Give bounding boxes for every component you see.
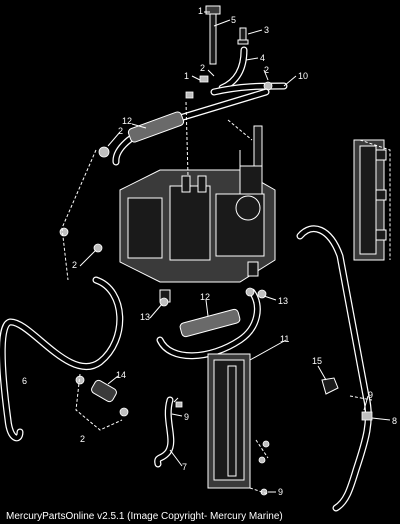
fuel-rail-11 bbox=[207, 353, 270, 489]
callout-1: 1 bbox=[198, 6, 203, 16]
callout-6: 6 bbox=[22, 376, 27, 386]
callout-2: 2 bbox=[264, 65, 269, 75]
callout-13: 13 bbox=[278, 296, 288, 306]
callout-14: 14 bbox=[116, 370, 126, 380]
callout-10: 10 bbox=[298, 71, 308, 81]
bracket-15 bbox=[321, 377, 339, 395]
reference-lines bbox=[61, 101, 391, 495]
sleeve-12-lower bbox=[156, 287, 261, 360]
callout-12: 12 bbox=[122, 116, 132, 126]
callout-2: 2 bbox=[72, 260, 77, 270]
callout-11: 11 bbox=[280, 334, 289, 344]
callout-5: 5 bbox=[231, 15, 236, 25]
vapor-separator-block bbox=[119, 125, 276, 303]
callout-15: 15 bbox=[312, 356, 322, 366]
callout-2: 2 bbox=[200, 63, 205, 73]
callout-2: 2 bbox=[80, 434, 85, 444]
copyright-footer: MercuryPartsOnline v2.5.1 (Image Copyrig… bbox=[6, 511, 283, 522]
hose-6 bbox=[0, 276, 124, 442]
callout-9: 9 bbox=[368, 390, 373, 400]
callout-3: 3 bbox=[264, 25, 269, 35]
callout-2: 2 bbox=[118, 126, 123, 136]
hose-7 bbox=[154, 396, 183, 468]
callout-13: 13 bbox=[140, 312, 150, 322]
sleeve-12-upper bbox=[98, 111, 185, 158]
hose-8 bbox=[296, 225, 373, 512]
injector-rail bbox=[353, 139, 387, 261]
leader-lines bbox=[79, 11, 391, 493]
callout-7: 7 bbox=[182, 462, 187, 472]
callout-1: 1 bbox=[184, 71, 189, 81]
callout-8: 8 bbox=[392, 416, 397, 426]
callout-4: 4 bbox=[260, 53, 265, 63]
callout-9: 9 bbox=[184, 412, 189, 422]
callout-12: 12 bbox=[200, 292, 210, 302]
callout-labels: 1 5 3 4 1 2 2 10 12 2 2 12 13 13 11 6 14… bbox=[22, 6, 397, 497]
callout-9: 9 bbox=[278, 487, 283, 497]
fuel-filter-14 bbox=[75, 375, 129, 417]
